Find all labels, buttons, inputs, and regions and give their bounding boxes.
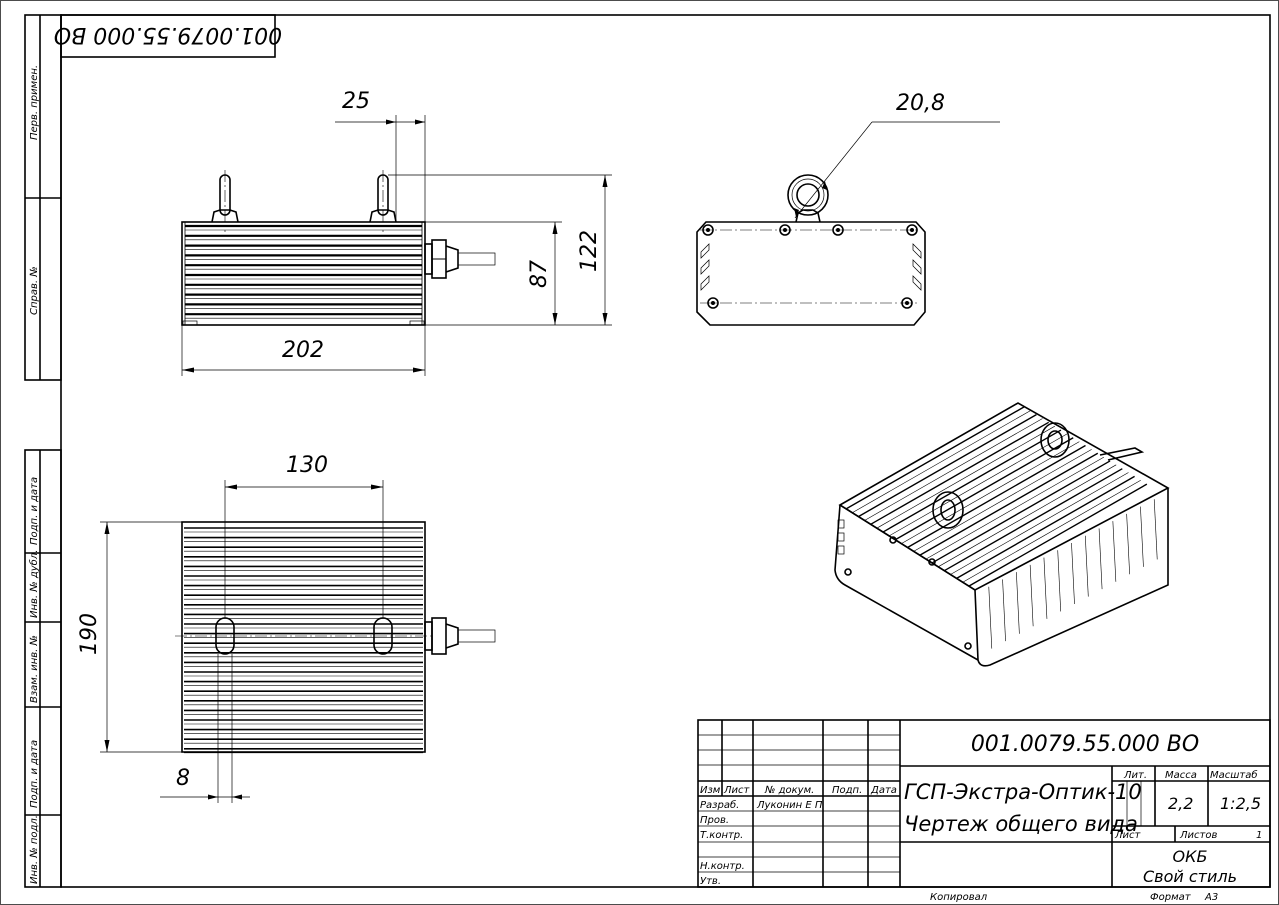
fin-line (1098, 528, 1103, 590)
svg-text:ОКБ: ОКБ (1173, 847, 1208, 866)
fin-line (938, 464, 1117, 568)
strip-label: Инв. № подл. (29, 815, 40, 884)
fin-line (1016, 572, 1020, 634)
strip-label: Взам. инв. № (29, 635, 40, 703)
fin-line (1002, 579, 1006, 642)
fin-line (845, 406, 1025, 510)
fin-line (1140, 506, 1144, 567)
fin-line (962, 480, 1141, 583)
fin-line (1043, 557, 1048, 619)
svg-text:Листов: Листов (1179, 830, 1217, 841)
fin-line (882, 429, 1062, 533)
dim-depth: 190 (77, 613, 102, 655)
side-view: 20,8 (696, 91, 1000, 326)
strip-label: Справ. № (29, 266, 40, 315)
mass-value: 2,2 (1168, 794, 1193, 813)
copied-label: Копировал (930, 892, 988, 903)
fin-line (1084, 535, 1089, 597)
dim-body-height: 87 (527, 260, 552, 288)
svg-text:Изм: Изм (700, 785, 721, 796)
fin-line (956, 475, 1135, 580)
fin-line (858, 413, 1037, 518)
fin-line (1071, 542, 1075, 605)
svg-text:Подп.: Подп. (832, 785, 862, 796)
svg-text:Пров.: Пров. (700, 815, 729, 826)
designation: 001.0079.55.000 ВО (971, 732, 1199, 757)
screw-holes (702, 224, 918, 309)
svg-text:Лит.: Лит. (1123, 770, 1147, 781)
fin-line (943, 468, 1123, 572)
product-name: ГСП-Экстра-Оптик-10 (904, 780, 1142, 804)
format-label: Формат (1150, 892, 1192, 903)
rotated-designation-stamp: 001.0079.55.000 ВО (54, 14, 282, 58)
dim-bolt-offset: 25 (342, 89, 370, 114)
strip-label: Подп. и дата (29, 740, 40, 808)
dim-bolt-width: 8 (176, 766, 190, 791)
svg-text:Масса: Масса (1165, 770, 1197, 781)
fin-line (925, 456, 1105, 560)
fin-line (988, 586, 993, 649)
side-strip: Перв. примен. Справ. № Подп. и дата Инв.… (24, 14, 62, 888)
developer-name: Луконин Е П (756, 800, 823, 811)
strip-label: Перв. примен. (29, 65, 40, 140)
title-block: 001.0079.55.000 ВО ГСП-Экстра-Оптик-10 Ч… (697, 719, 1271, 888)
front-view: 202 87 122 25 (181, 89, 612, 376)
fin-line (870, 421, 1050, 525)
fin-line (1029, 564, 1034, 627)
fin-line (901, 441, 1080, 544)
svg-text:Т.контр.: Т.контр. (700, 830, 743, 841)
fin-line (1126, 513, 1130, 575)
strip-label: Подп. и дата (29, 477, 40, 545)
iso-eyebolts (932, 422, 1070, 529)
fin-line (968, 483, 1148, 587)
svg-text:Масштаб: Масштаб (1210, 769, 1258, 781)
fin-line (1057, 550, 1062, 612)
fin-line (907, 444, 1086, 549)
format-value: А3 (1204, 892, 1218, 903)
dim-total-height: 122 (577, 230, 602, 272)
fin-line (950, 472, 1129, 575)
svg-text:Разраб.: Разраб. (700, 799, 739, 811)
svg-text:Лист: Лист (723, 785, 751, 796)
isometric-view (834, 402, 1170, 667)
svg-text:Дата: Дата (870, 785, 897, 796)
svg-text:№ докум.: № докум. (764, 785, 814, 796)
vent-slots (700, 243, 922, 291)
fin-line (876, 425, 1055, 529)
fin-line (913, 449, 1092, 552)
cable-gland-top (424, 617, 496, 655)
eye-ring (787, 174, 829, 223)
fin-line (894, 437, 1074, 541)
eyebolt (211, 174, 397, 223)
svg-text:Свой стиль: Свой стиль (1143, 867, 1237, 886)
fin-line (1112, 521, 1117, 582)
sheets-count: 1 (1256, 830, 1262, 841)
strip-label: Инв. № дубл. (28, 550, 40, 618)
svg-text:Лист: Лист (1114, 830, 1142, 841)
fin-line (1153, 499, 1158, 560)
cable-gland (424, 239, 496, 279)
top-view: 130 190 8 (77, 453, 496, 803)
dim-eye-diameter: 20,8 (896, 91, 945, 116)
fin-line (888, 433, 1068, 537)
svg-text:Н.контр.: Н.контр. (700, 861, 745, 872)
dim-width: 202 (282, 338, 324, 363)
scale-value: 1:2,5 (1220, 794, 1261, 813)
fin-line (852, 410, 1031, 513)
fin-line (919, 452, 1099, 556)
fin-line (931, 460, 1111, 564)
drawing-type: Чертеж общего вида (904, 812, 1138, 836)
svg-text:Утв.: Утв. (700, 876, 721, 887)
fin-line (864, 418, 1043, 521)
dim-bolt-spacing: 130 (286, 453, 328, 478)
svg-text:001.0079.55.000 ВО: 001.0079.55.000 ВО (54, 22, 282, 47)
